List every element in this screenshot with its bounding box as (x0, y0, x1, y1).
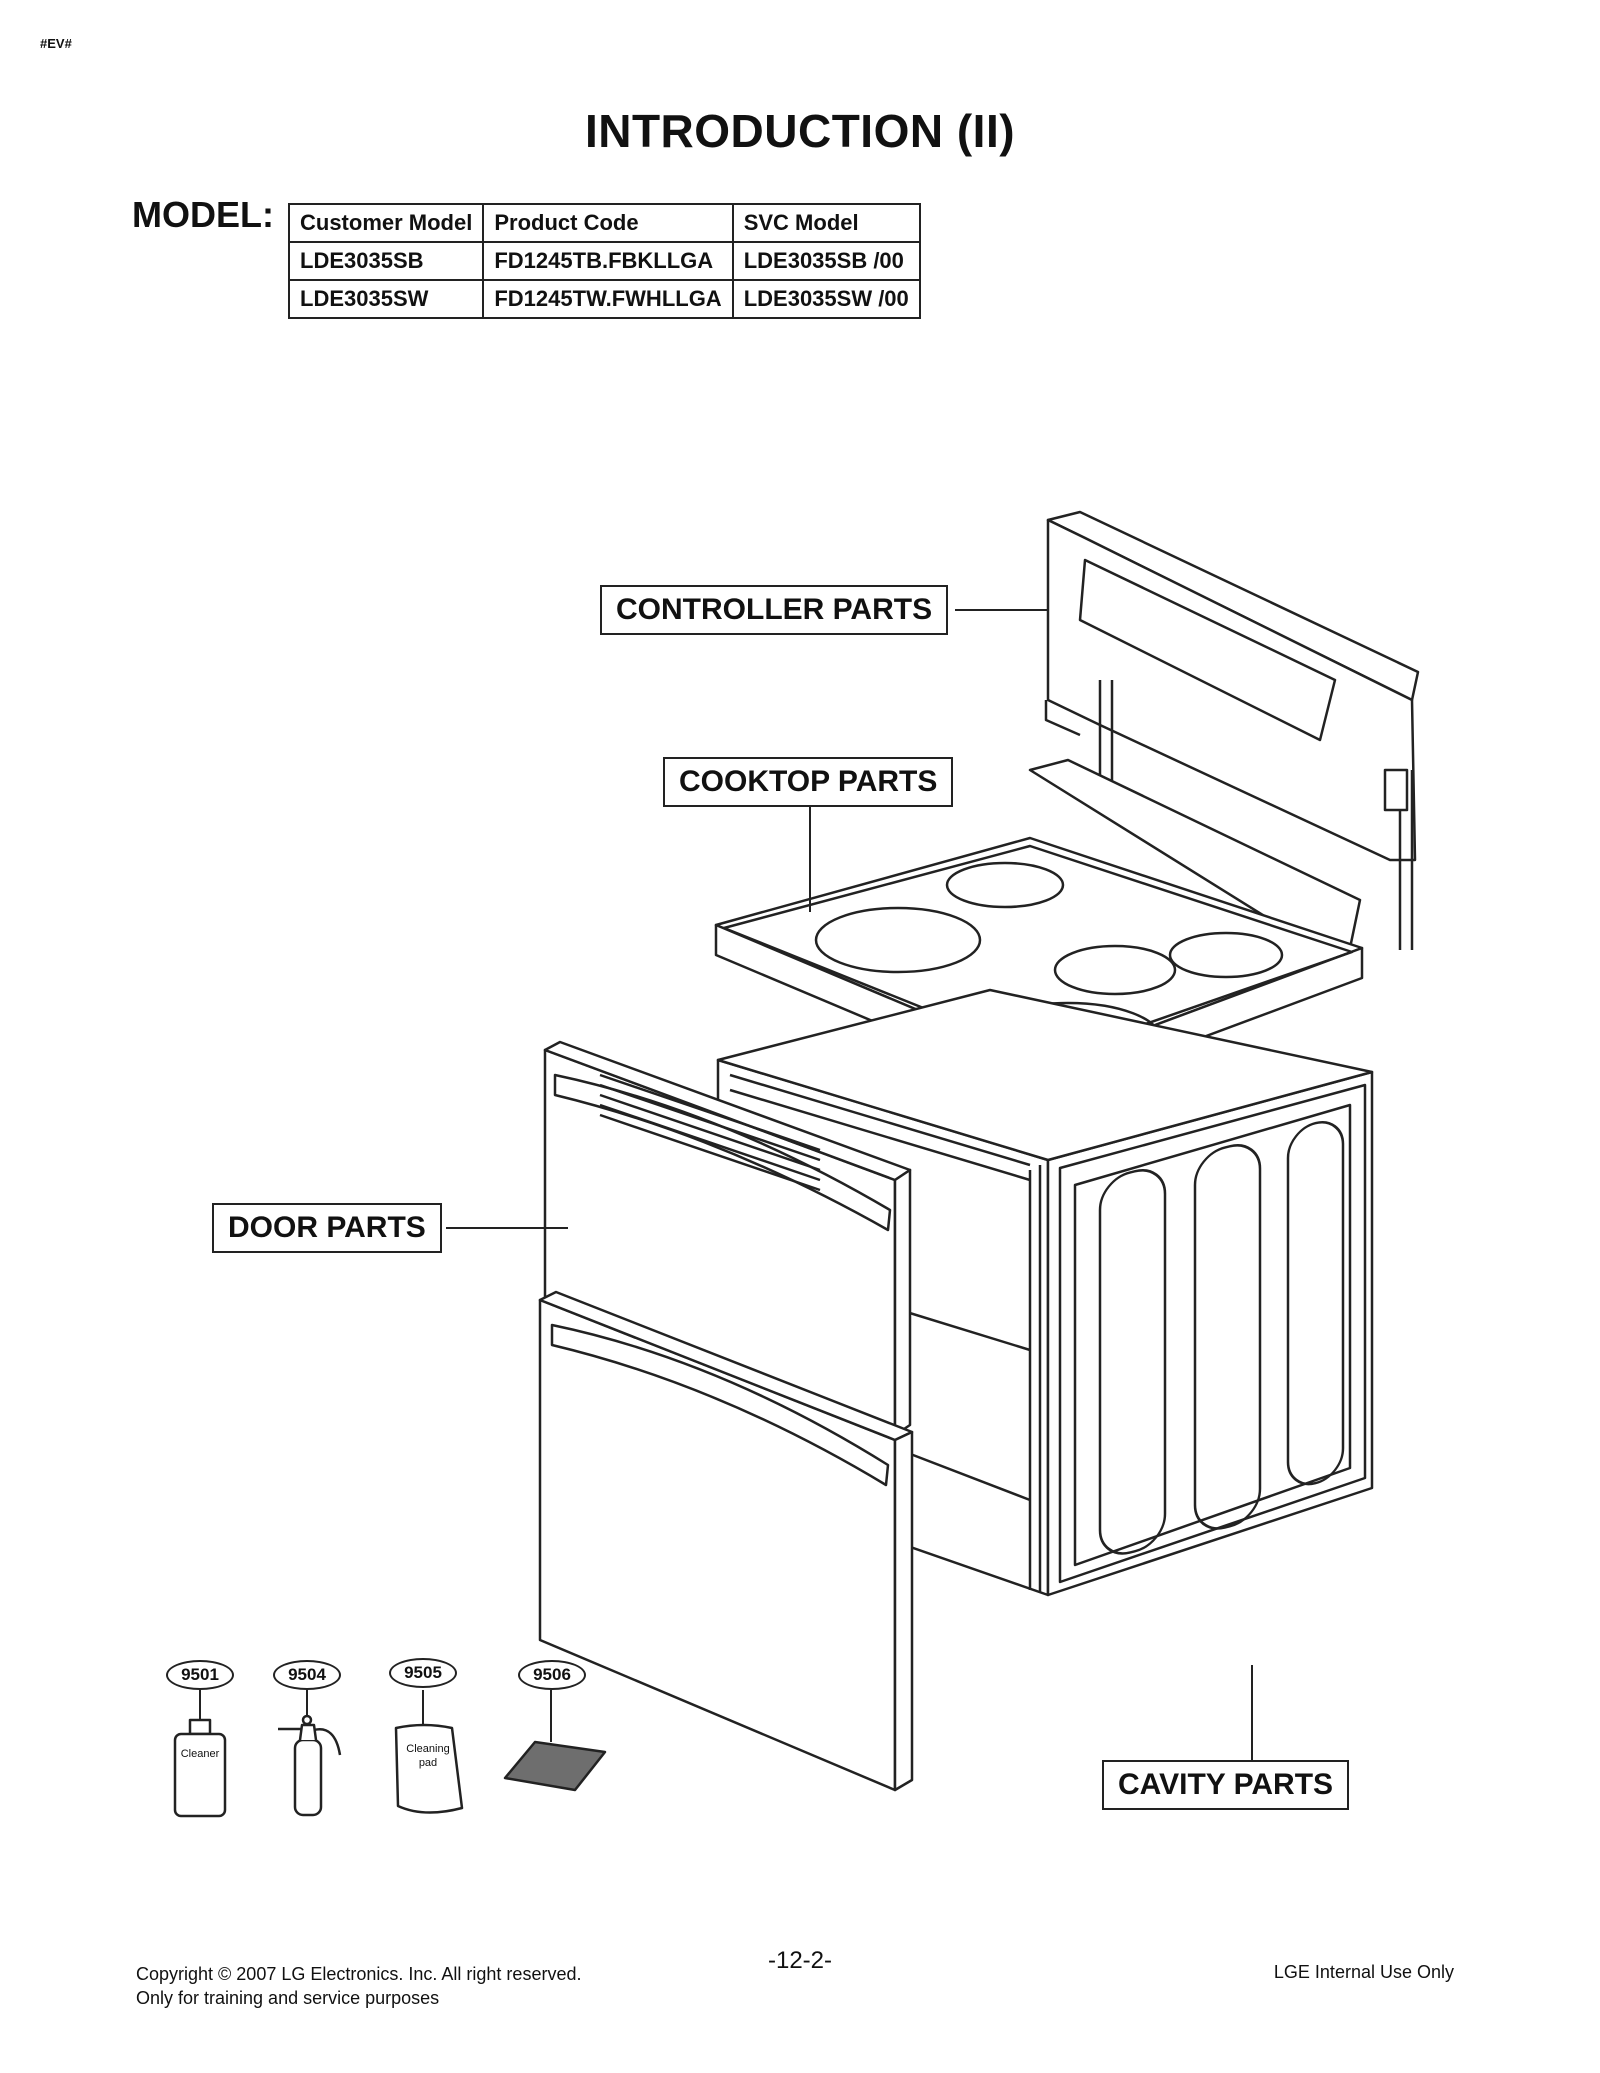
door-parts-label: DOOR PARTS (212, 1203, 442, 1253)
scrub-pad-icon (503, 1740, 607, 1792)
cooktop-parts-label: COOKTOP PARTS (663, 757, 954, 807)
cleaning-pad-bag-icon (394, 1723, 464, 1814)
table-cell: LDE3035SB /00 (731, 241, 921, 281)
table-cell: LDE3035SW /00 (731, 279, 921, 319)
model-label: MODEL: (132, 194, 274, 235)
table-cell: LDE3035SB (287, 241, 485, 281)
copyright-text: Copyright © 2007 LG Electronics. Inc. Al… (136, 1964, 582, 1984)
internal-use-text: LGE Internal Use Only (1273, 1962, 1454, 1982)
controller-parts-label: CONTROLLER PARTS (600, 585, 949, 635)
model-table-header-row: Customer Model Product Code SVC Model (287, 203, 921, 243)
accessories (173, 1690, 607, 1818)
spray-bottle-icon (278, 1714, 342, 1817)
column-header-svc-model: SVC Model (731, 203, 921, 243)
upper-drawer (543, 1040, 912, 1437)
leader-lines (446, 609, 1253, 1768)
table-cell: LDE3035SW (287, 279, 485, 319)
controller-panel (1044, 510, 1420, 950)
table-row: LDE3035SW FD1245TW.FWHLLGA LDE3035SW /00 (287, 279, 921, 319)
page-title: INTRODUCTION (II) (584, 105, 1016, 157)
table-cell: FD1245TB.FBKLLGA (482, 241, 734, 281)
purpose-text: Only for training and service purposes (136, 1988, 440, 2008)
page-number: -12-2- (767, 1947, 833, 1974)
lower-door (538, 1290, 914, 1792)
model-table: Customer Model Product Code SVC Model LD… (287, 203, 921, 319)
table-row: LDE3035SB FD1245TB.FBKLLGA LDE3035SB /00 (287, 241, 921, 281)
part-number-badge: 9504 (273, 1660, 341, 1690)
cavity-parts-label: CAVITY PARTS (1102, 1760, 1350, 1810)
part-number-badge: 9501 (166, 1660, 234, 1690)
document-tag: #EV# (40, 36, 72, 51)
part-number-badge: 9505 (389, 1658, 457, 1688)
footer-left: Copyright © 2007 LG Electronics. Inc. Al… (136, 1962, 581, 2010)
part-number-badge: 9506 (518, 1660, 586, 1690)
column-header-customer-model: Customer Model (287, 203, 485, 243)
column-header-product-code: Product Code (482, 203, 734, 243)
cleaner-label: Cleaner (180, 1748, 220, 1760)
cleaning-pad-label: Cleaning pad (406, 1743, 450, 1769)
cleaner-bottle-icon (173, 1718, 227, 1818)
table-cell: FD1245TW.FWHLLGA (482, 279, 734, 319)
